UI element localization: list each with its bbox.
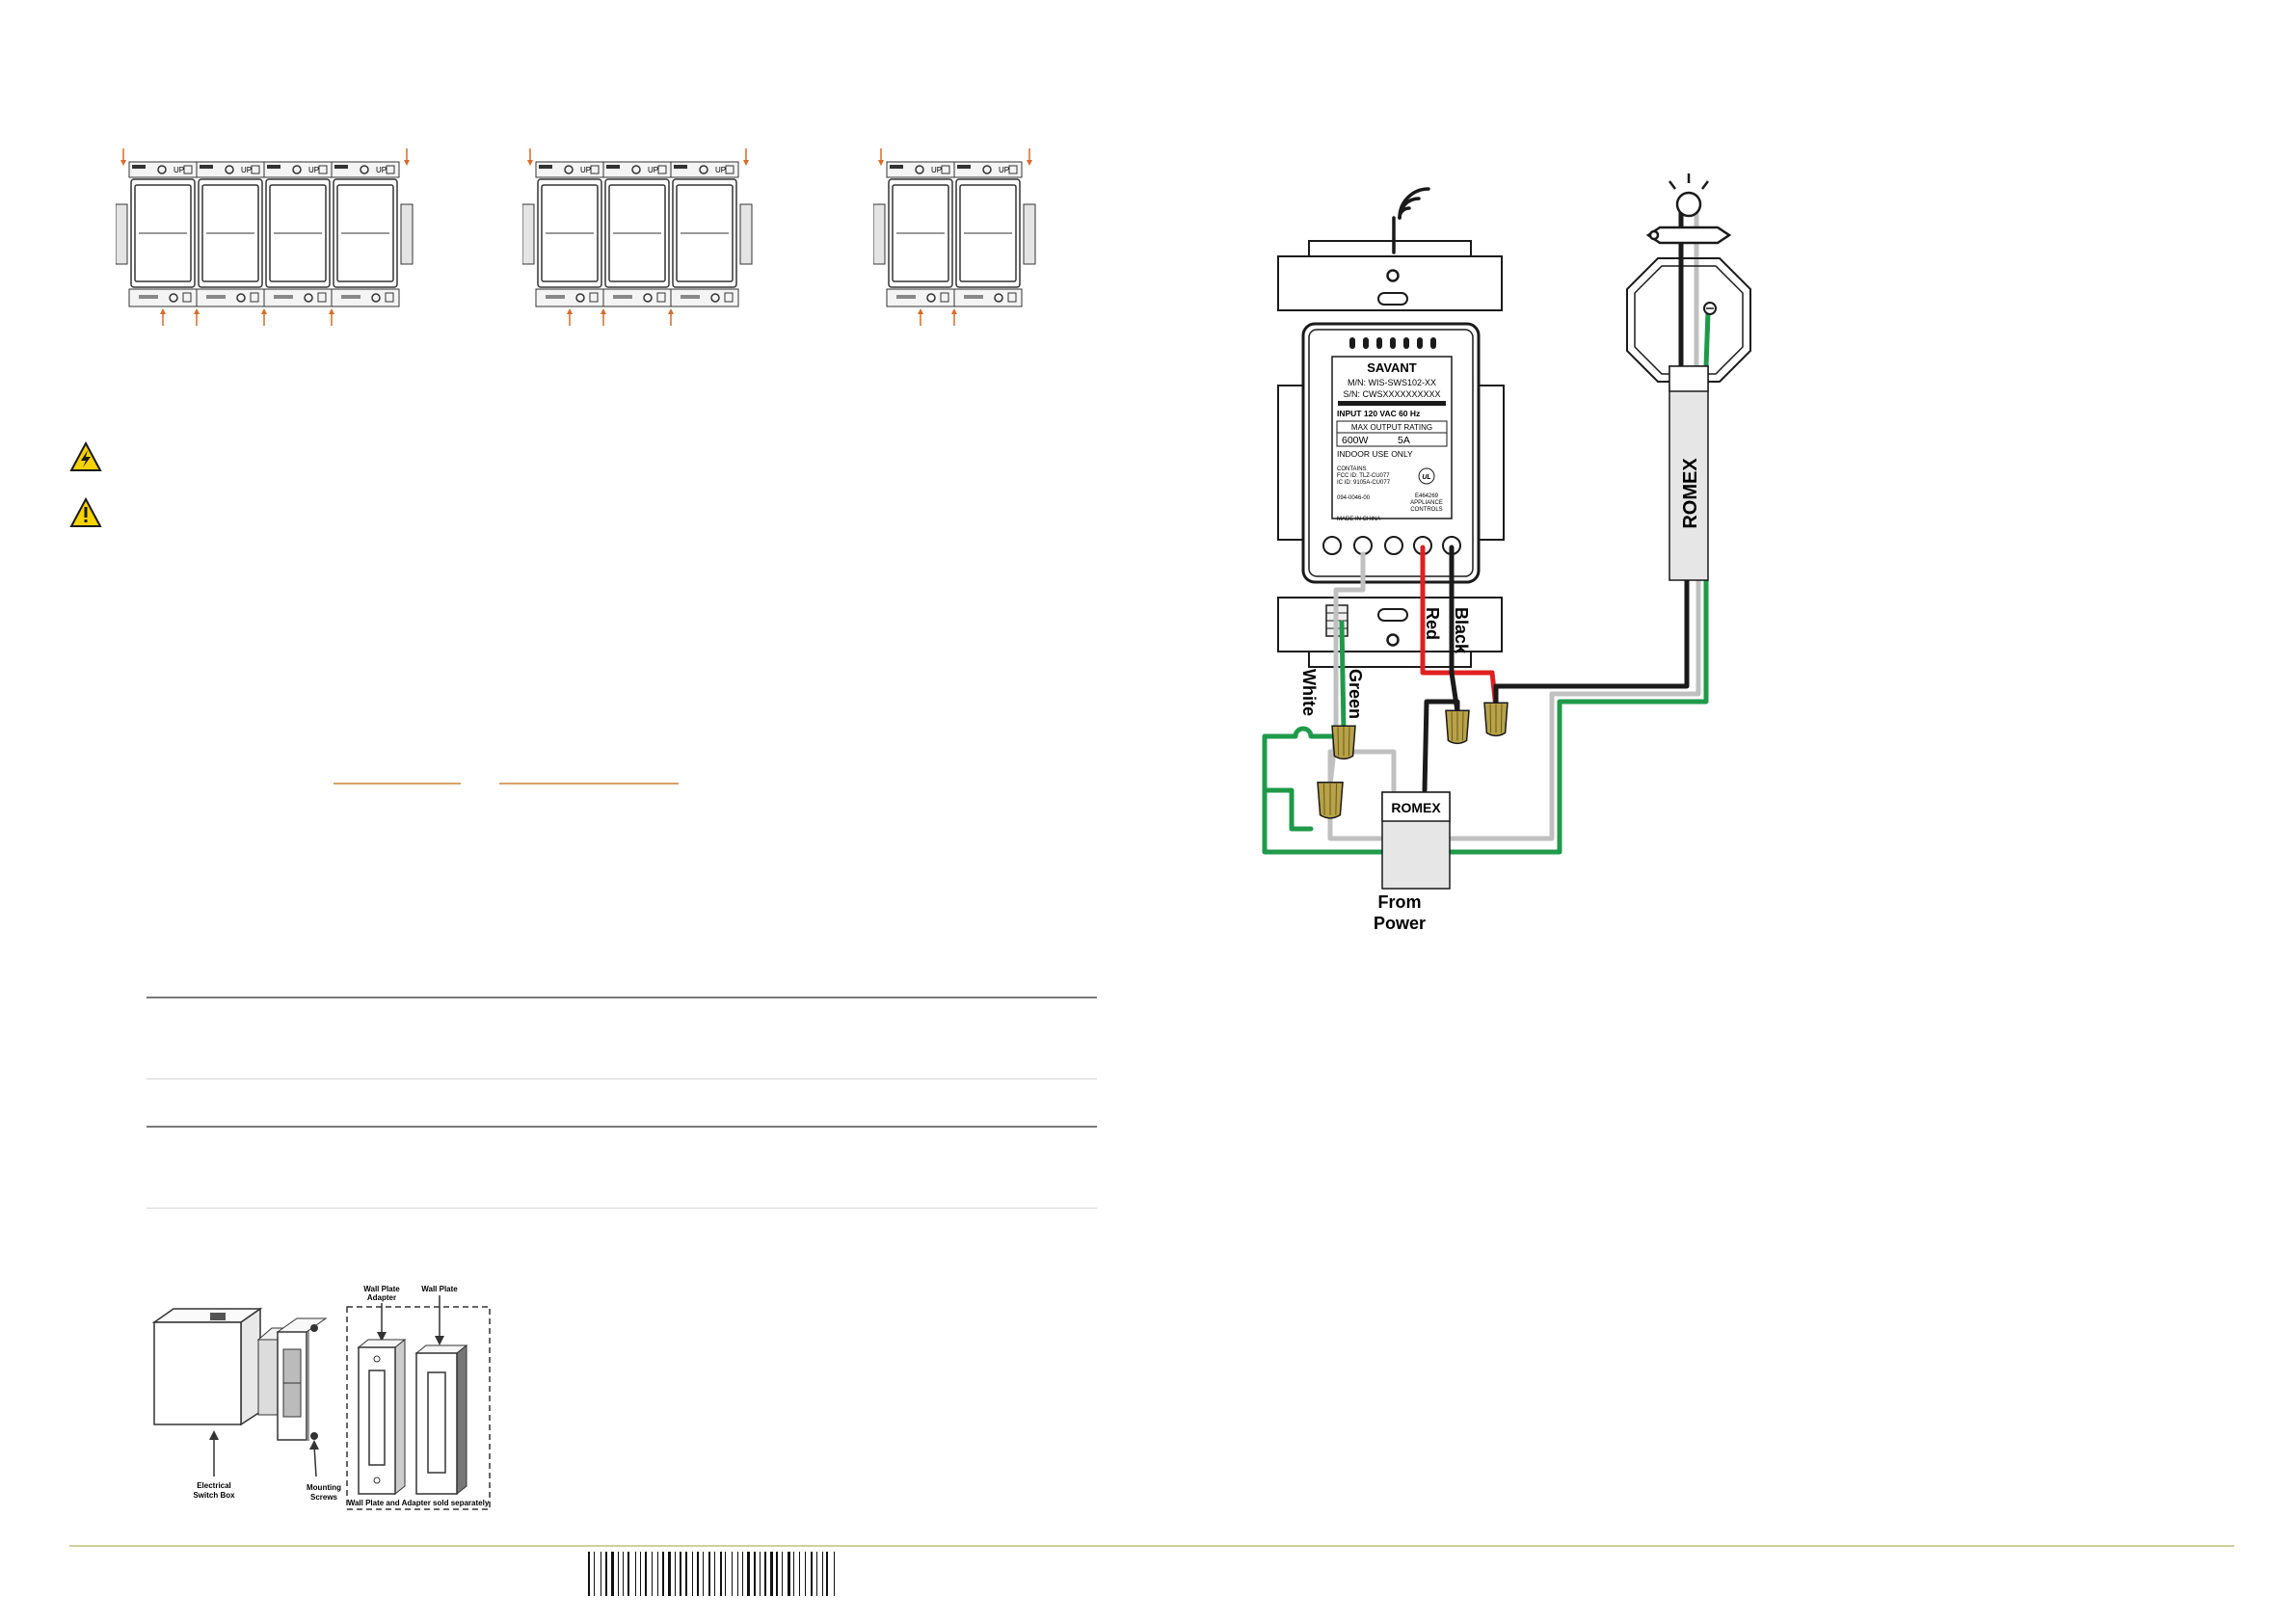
wire-nut	[1445, 709, 1470, 745]
wall-plate	[414, 1344, 468, 1496]
wall-plate-adapter	[357, 1338, 407, 1496]
contains-label: CONTAINS	[1337, 466, 1367, 472]
gang-module: UP	[331, 161, 400, 307]
black-wire-label: Black	[1452, 607, 1471, 654]
gang-up-label: UP	[174, 166, 184, 174]
gang-module: UP	[886, 161, 955, 307]
gang-up-label: UP	[580, 166, 591, 174]
black-wire	[1449, 545, 1460, 714]
svg-text:UL: UL	[1422, 474, 1430, 481]
gang-module: UP	[670, 161, 739, 307]
electrical-hazard-icon	[69, 441, 102, 471]
output-watts: 600W	[1342, 435, 1369, 446]
gang-up-label: UP	[715, 166, 726, 174]
sold-separately-label: Wall Plate and Adapter sold separately	[348, 1499, 490, 1507]
footer-rule	[69, 1545, 2234, 1547]
romex-label: ROMEX	[1680, 458, 1701, 529]
gang-module: UP	[196, 161, 265, 307]
two-gang-diagram: UP UP	[873, 148, 1036, 326]
gang-module: UP	[953, 161, 1023, 307]
white-wire-label: White	[1299, 669, 1319, 716]
gang-up-label: UP	[376, 166, 387, 174]
gang-up-label: UP	[241, 166, 252, 174]
ceiling-junction-box	[1626, 257, 1751, 383]
wire-nut	[1317, 782, 1344, 819]
light-bulb-icon	[1645, 173, 1732, 245]
table-top-rule	[147, 1126, 1097, 1128]
four-gang-diagram: UP UP UP UP	[116, 148, 414, 326]
serial-barcode	[1338, 401, 1446, 406]
output-amps: 5A	[1398, 435, 1410, 446]
gang-up-label: UP	[648, 166, 658, 174]
wall-plate-adapter-label: Wall Plate	[363, 1285, 400, 1293]
wire-nut	[1331, 725, 1356, 760]
wiring-diagram: SAVANT M/N: WIS-SWS102-XX S/N: CWSXXXXXX…	[1262, 173, 1751, 933]
gang-up-label: UP	[308, 166, 319, 174]
romex-label: ROMEX	[1391, 800, 1441, 815]
barcode	[588, 1552, 835, 1596]
green-wire	[1339, 620, 1347, 733]
mounting-screws-label: Mounting	[307, 1483, 341, 1492]
from-power-label: Power	[1374, 914, 1426, 933]
device-serial: S/N: CWSXXXXXXXXXX	[1343, 389, 1440, 399]
gang-up-label: UP	[999, 166, 1009, 174]
ic-id: IC ID: 9105A-CU077	[1337, 480, 1391, 486]
made-in-label: MADE IN CHINA	[1337, 517, 1380, 522]
table-row-rule	[147, 1078, 1097, 1079]
device-model: M/N: WIS-SWS102-XX	[1348, 378, 1436, 387]
gang-up-label: UP	[931, 166, 942, 174]
controls-label: CONTROLS	[1410, 507, 1442, 513]
wire-nut	[1483, 702, 1508, 737]
gang-module: UP	[263, 161, 333, 307]
fcc-id: FCC ID: TLZ-CU077	[1337, 473, 1390, 479]
table-row-rule	[147, 1208, 1097, 1209]
mounting-screws-label: Screws	[310, 1493, 338, 1502]
hyperlink-underline[interactable]	[334, 783, 461, 785]
part-number: 094-0046-00	[1337, 495, 1371, 501]
green-wire-label: Green	[1346, 669, 1365, 719]
red-wire-label: Red	[1423, 607, 1442, 640]
mounting-strap-bottom	[1277, 597, 1503, 652]
appliance-label: APPLIANCE	[1410, 500, 1443, 506]
sold-separately-box	[346, 1306, 491, 1510]
switch-box-label: Switch Box	[193, 1491, 235, 1500]
wireless-signal-icon	[1392, 187, 1430, 254]
installation-diagram: Electrical Switch Box Mounting Screws Wa…	[151, 1285, 491, 1510]
from-power-label: From	[1378, 892, 1422, 912]
gang-module: UP	[602, 161, 672, 307]
mounting-strap-top	[1277, 255, 1503, 311]
electrical-switch-box	[151, 1307, 263, 1426]
e-number: E464269	[1415, 493, 1439, 499]
device-brand: SAVANT	[1367, 360, 1417, 375]
indoor-use-label: INDOOR USE ONLY	[1337, 449, 1413, 459]
wall-plate-adapter-label: Adapter	[367, 1293, 396, 1302]
three-gang-diagram: UP UP UP	[522, 148, 753, 326]
ul-listed-icon	[1418, 467, 1435, 485]
table-top-rule	[147, 997, 1097, 998]
hyperlink-underline[interactable]	[499, 783, 679, 785]
caution-icon	[69, 497, 102, 527]
device-input-rating: INPUT 120 VAC 60 Hz	[1337, 409, 1420, 418]
wall-plate-label: Wall Plate	[421, 1285, 458, 1293]
max-output-label: MAX OUTPUT RATING	[1351, 423, 1432, 432]
gang-module: UP	[128, 161, 198, 307]
device-label-panel	[1331, 356, 1453, 519]
dimmer-device	[256, 1317, 328, 1441]
gang-module: UP	[535, 161, 604, 307]
switch-box-label: Electrical	[197, 1481, 231, 1490]
